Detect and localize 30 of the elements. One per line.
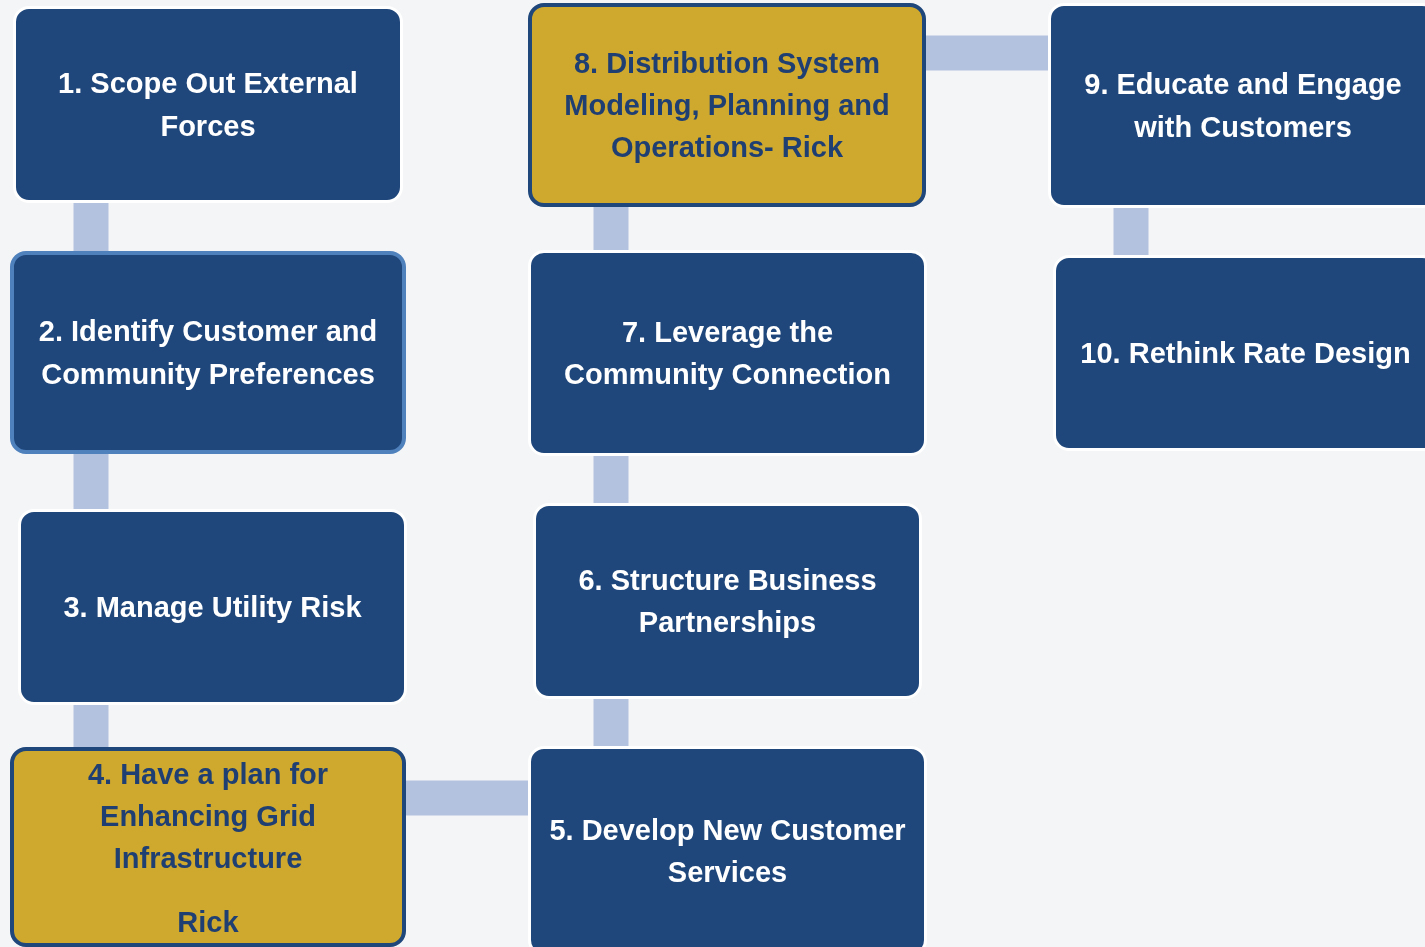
box-label: 9. Educate and Engage with Customers [1083,67,1403,145]
process-box [13,6,403,203]
connector-bar [406,780,528,816]
connector-bar [1113,208,1149,255]
box-label: 1. Scope Out External Forces [57,66,359,144]
connector-bar [73,454,109,509]
box-label: 4. Have a plan for Enhancing Grid Infrastructure [86,757,330,877]
connector-bar [73,203,109,251]
box-label: 8. Distribution System Modeling, Planning and Operations- Rick [563,45,891,165]
box-label: 10. Rethink Rate Design [1080,335,1411,371]
process-box [528,746,927,947]
process-box [1048,3,1425,208]
process-box [528,3,926,207]
process-box [10,747,406,947]
process-box [528,250,927,456]
process-box [1053,255,1425,451]
box-label: 7. Leverage the Community Connection [562,314,892,392]
connector-bar [73,705,109,747]
box-label: 3. Manage Utility Risk [63,589,362,625]
box-label: 5. Develop New Customer Services [548,812,907,890]
connector-bar [593,456,629,503]
connector-bar [593,207,629,250]
box-label: 2. Identify Customer and Community Preferences [37,314,379,392]
box-label: 6. Structure Business Partnerships [577,562,878,640]
process-box [533,503,922,699]
process-box [10,251,406,454]
process-box [18,509,407,705]
box-label: Rick [177,904,239,940]
connector-bar [926,35,1048,71]
connector-bar [593,699,629,746]
